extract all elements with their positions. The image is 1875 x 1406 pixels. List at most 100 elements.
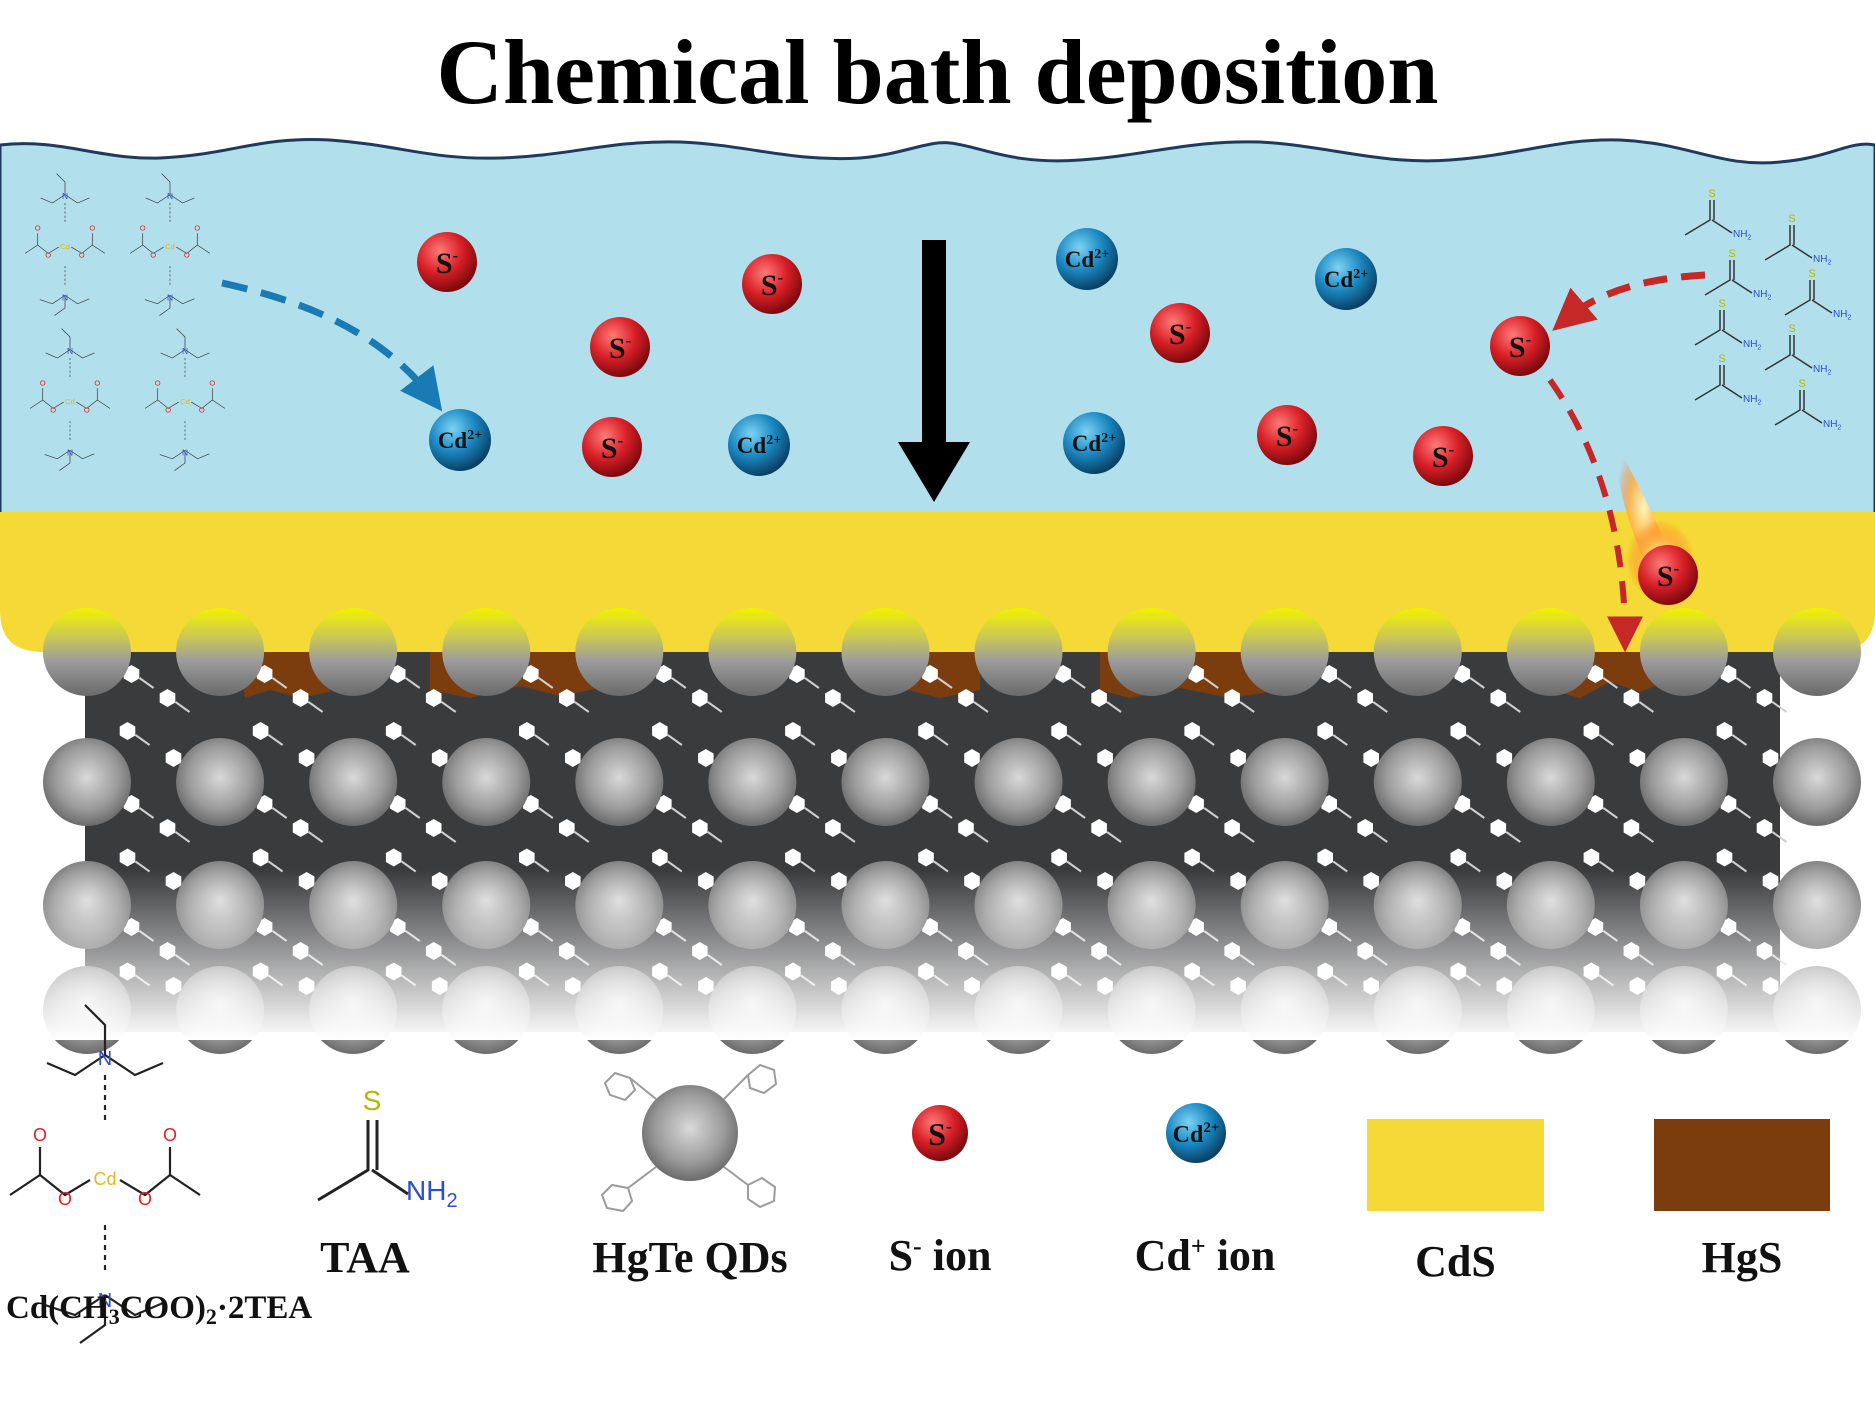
ligand-bond (574, 831, 590, 843)
ligand-bond (1465, 734, 1481, 746)
phenyl-ligand (1091, 819, 1107, 837)
phenyl-ligand (964, 749, 980, 767)
surface-hgte-qd (442, 608, 531, 696)
phenyl-ligand (1055, 795, 1071, 813)
ligand-bond (667, 860, 683, 873)
hgte-qd (176, 738, 265, 826)
phenyl-ligand (252, 722, 269, 740)
phenyl-ligand (825, 689, 841, 707)
phenyl-ligand (252, 848, 269, 867)
ligand-bond (1070, 677, 1086, 689)
ligand-bond (1199, 734, 1215, 746)
phenyl-ligand (652, 722, 668, 740)
ligand-bond (671, 677, 687, 689)
s-ion-symbol: S- (1432, 440, 1455, 474)
s-ion: S- (417, 232, 477, 292)
phenyl-ligand (1091, 689, 1107, 707)
phenyl-ligand (652, 848, 668, 867)
phenyl-ligand (918, 722, 934, 740)
ligand-bond (534, 860, 550, 873)
phenyl-ligand (119, 848, 136, 867)
s-ion-symbol: S- (761, 268, 784, 302)
ligand-bond (707, 831, 723, 843)
hgte-qd (1773, 738, 1861, 826)
cd-ion: Cd2+ (1056, 228, 1118, 290)
ligand-bond (840, 831, 856, 843)
ligand-bond (1602, 807, 1618, 819)
legend-label-cds: CdS (1415, 1237, 1496, 1286)
phenyl-ligand (1587, 665, 1604, 683)
ligand-bond (1469, 807, 1485, 819)
ligand-bond (1638, 701, 1654, 713)
ligand-bond (441, 701, 457, 713)
surface-hgte-qd (1373, 608, 1462, 696)
phenyl-ligand (389, 665, 406, 683)
legend-hgs-swatch (1654, 1119, 1830, 1211)
ligand-bond (1070, 807, 1086, 819)
phenyl-ligand (565, 749, 581, 767)
ligand-bond (804, 677, 820, 689)
ligand-bond (1332, 734, 1348, 746)
phenyl-ligand (831, 749, 847, 767)
s-ion-symbol: S- (1169, 317, 1192, 351)
cd-ion-symbol: Cd2+ (1072, 431, 1116, 456)
phenyl-ligand (1587, 795, 1604, 813)
ligand-bond (933, 860, 949, 873)
phenyl-ligand (1756, 819, 1773, 837)
phenyl-ligand (123, 795, 140, 813)
phenyl-ligand (692, 819, 708, 837)
s-ion: S- (1150, 303, 1210, 363)
phenyl-ligand (698, 749, 714, 767)
ligand-bond (1731, 860, 1748, 873)
s-descent-arrow (1547, 378, 1643, 653)
phenyl-ligand (1450, 848, 1467, 867)
ligand-bond (1735, 677, 1752, 689)
ligand-bond (800, 734, 816, 746)
ligand-bond (574, 701, 590, 713)
phenyl-ligand (123, 665, 140, 683)
ligand-bond (1598, 860, 1614, 873)
phenyl-ligand (1490, 689, 1507, 707)
surface-hgte-qd (974, 608, 1063, 696)
ligand-bond (134, 860, 151, 873)
phenyl-ligand (292, 819, 309, 837)
legend-cd-ion: Cd2+ (1166, 1103, 1226, 1163)
surface-hgte-qd (176, 608, 265, 696)
hgte-qd (575, 738, 664, 826)
phenyl-ligand (298, 749, 315, 767)
phenyl-ligand (922, 665, 938, 683)
ligand-bond (174, 701, 191, 713)
phenyl-ligand (692, 689, 708, 707)
legend-label-hgs: HgS (1701, 1233, 1783, 1282)
cd-ion: Cd2+ (728, 414, 790, 476)
phenyl-ligand (1716, 848, 1733, 867)
ligand-bond (707, 701, 723, 713)
phenyl-ligand (385, 848, 402, 867)
s-ion: S- (590, 317, 650, 377)
phenyl-ligand (385, 722, 402, 740)
phenyl-ligand (789, 795, 805, 813)
ligand-bond (1332, 860, 1348, 873)
phenyl-ligand (1230, 749, 1246, 767)
phenyl-ligand (389, 795, 406, 813)
ligand-bond (1469, 677, 1485, 689)
phenyl-ligand (1454, 665, 1471, 683)
phenyl-ligand (159, 819, 176, 837)
lattice-fade (0, 870, 1875, 1040)
s-ion-symbol: S- (1276, 419, 1299, 453)
phenyl-ligand (523, 665, 539, 683)
surface-hgte-qd (575, 608, 664, 696)
s-ion: S- (1257, 405, 1317, 465)
ligand-bond (937, 807, 953, 819)
phenyl-ligand (1720, 795, 1737, 813)
hgte-qd (841, 738, 930, 826)
legend-label-cd-ion: Cd+ ion (1134, 1231, 1276, 1280)
ligand-bond (1771, 701, 1788, 713)
hgte-qd (442, 738, 531, 826)
phenyl-ligand (256, 795, 273, 813)
ligand-bond (1199, 860, 1215, 873)
cds-layer (0, 512, 1875, 652)
ligand-bond (1106, 831, 1122, 843)
ligand-bond (1066, 734, 1082, 746)
phenyl-ligand (958, 689, 974, 707)
